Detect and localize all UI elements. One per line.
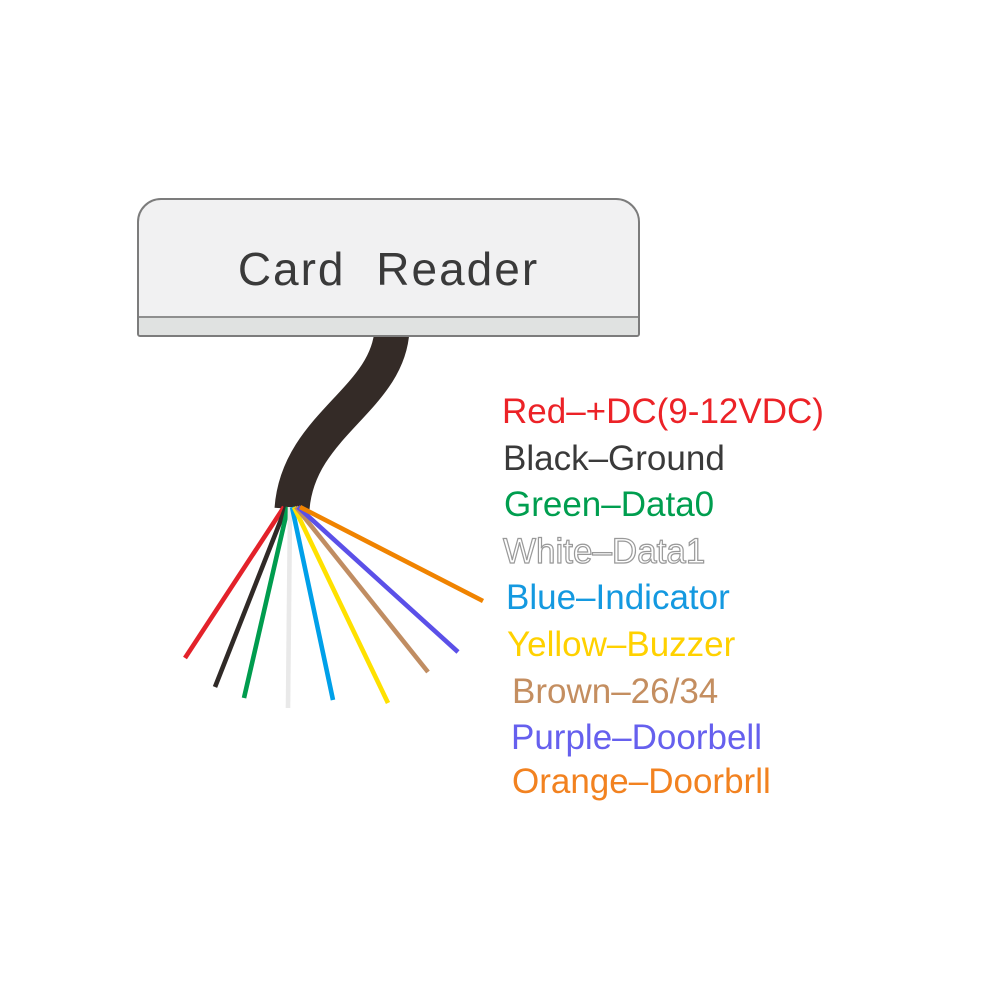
purple-wire <box>296 505 460 654</box>
wire-fan <box>183 504 485 709</box>
green-wire <box>241 506 291 699</box>
legend-white: White–Data1 <box>502 531 706 571</box>
legend-yellow: Yellow–Buzzer <box>507 625 736 664</box>
legend-purple: Purple–Doorbell <box>511 718 762 758</box>
red-wire <box>183 505 286 660</box>
legend-orange: Orange–Doorbrll <box>512 762 771 801</box>
legend-black: Black–Ground <box>503 438 725 478</box>
legend-red: Red–+DC(9-12VDC) <box>502 392 824 431</box>
card-reader-label: Card Reader <box>237 243 540 295</box>
yellow-wire <box>291 506 391 704</box>
cable <box>274 327 410 512</box>
brown-wire <box>294 505 430 674</box>
orange-wire <box>298 504 485 604</box>
legend-blue: Blue–Indicator <box>506 578 730 618</box>
legend-green: Green–Data0 <box>504 485 715 525</box>
legend-brown: Brown–26/34 <box>512 671 719 711</box>
white-wire <box>285 506 293 709</box>
card-reader-box: Card Reader <box>137 198 640 337</box>
black-wire <box>212 506 289 688</box>
card-reader-bottom-band <box>139 316 638 335</box>
blue-wire <box>289 506 336 701</box>
